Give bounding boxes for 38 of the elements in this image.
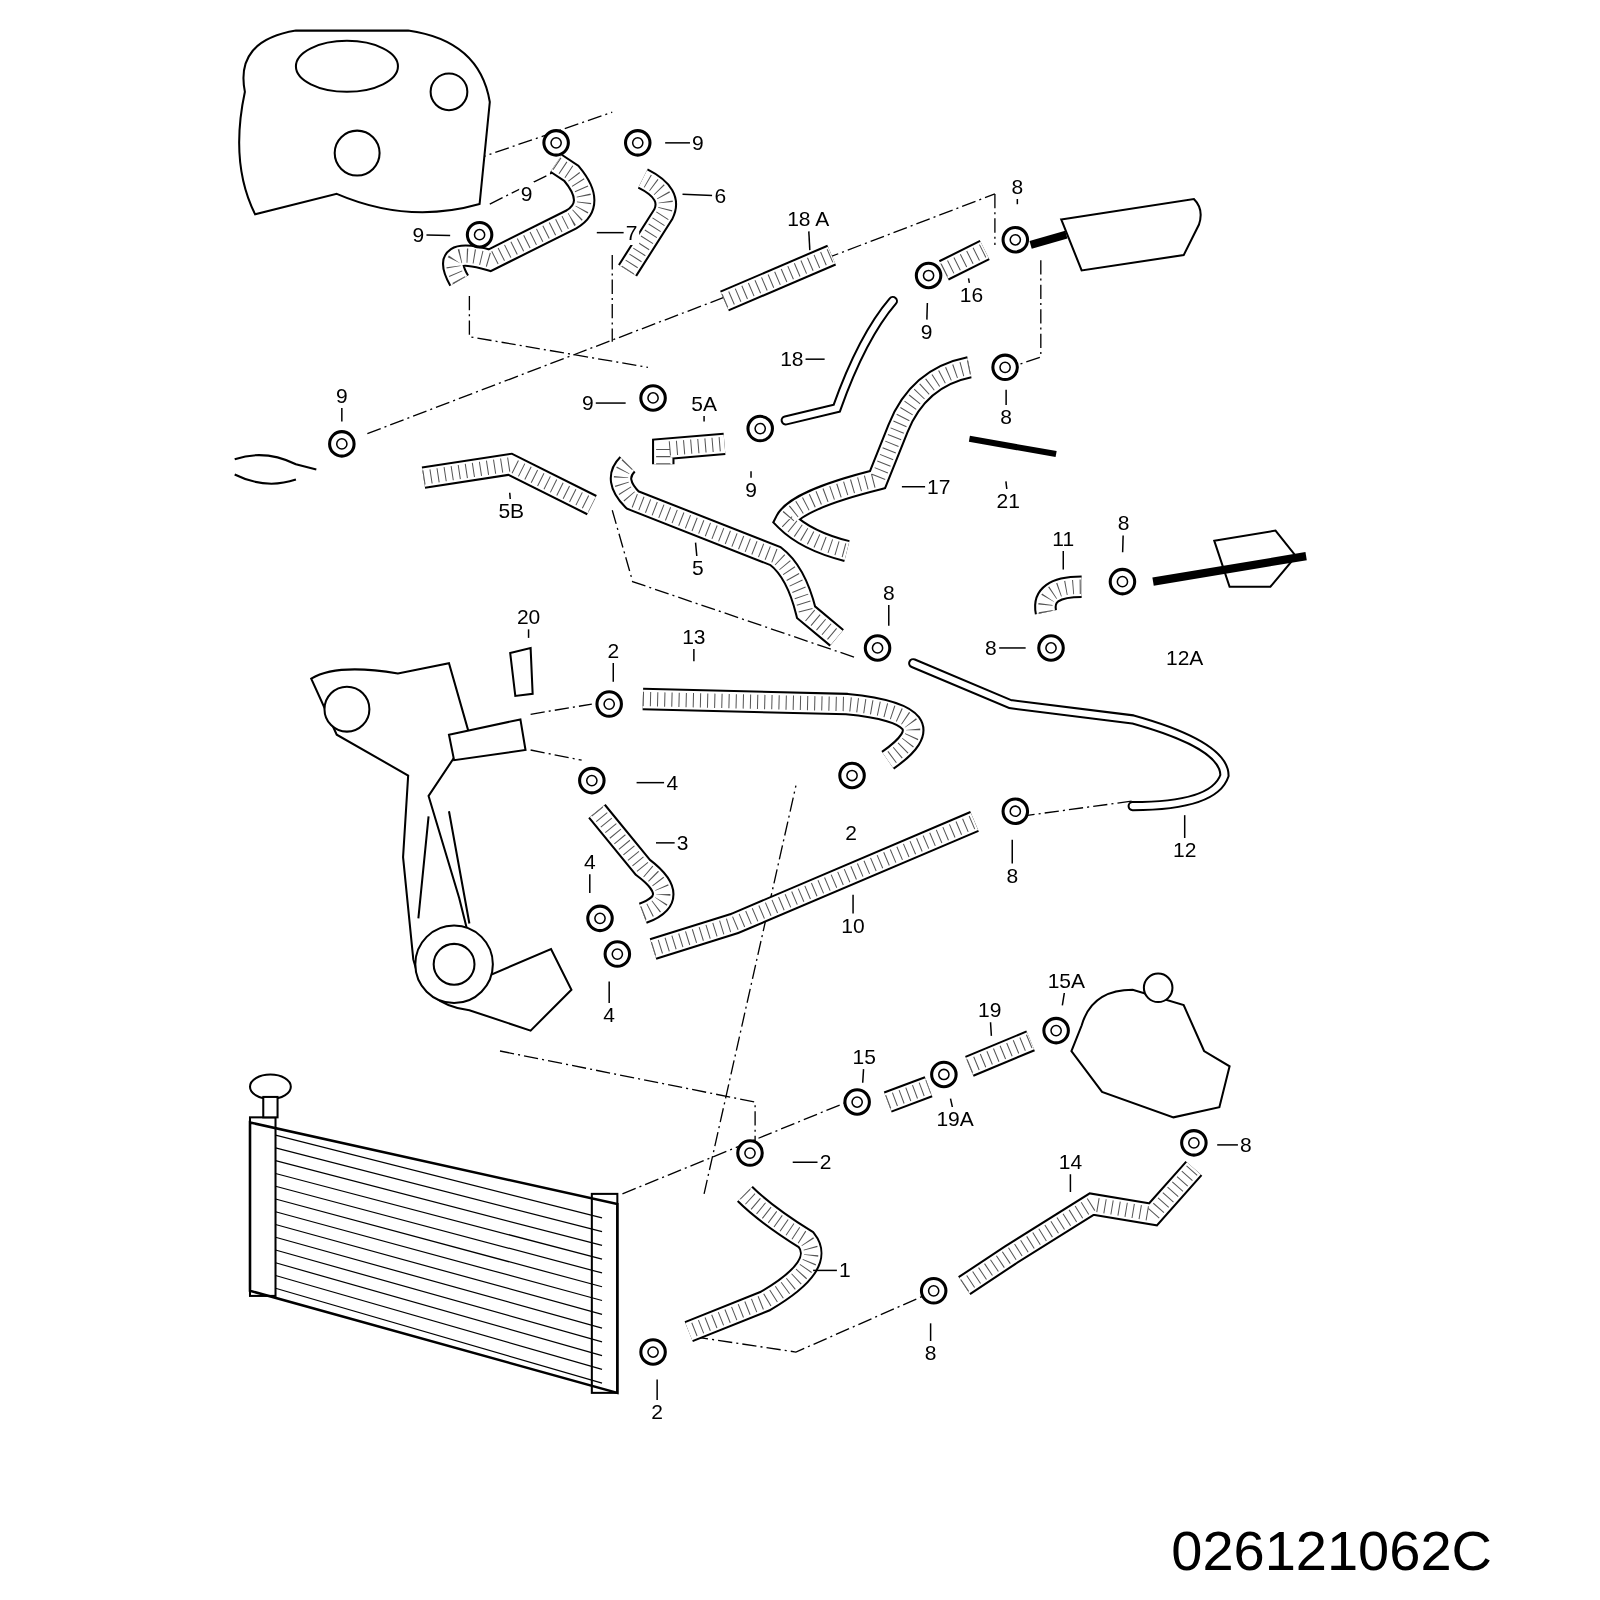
- leader-line: [949, 1097, 954, 1109]
- leader-line: [808, 230, 811, 251]
- leader-line: [655, 842, 676, 844]
- leader-line: [861, 1068, 865, 1084]
- leader-line: [612, 662, 614, 683]
- leader-line: [1005, 480, 1008, 490]
- leader-line: [750, 470, 752, 479]
- leader-line: [1216, 1144, 1239, 1146]
- leader-line: [998, 647, 1027, 649]
- leader-line: [1011, 838, 1013, 865]
- leader-line: [926, 302, 929, 321]
- leader-line: [989, 1021, 993, 1037]
- leader-line: [703, 415, 705, 423]
- leader-line: [595, 402, 627, 404]
- leader-line: [1183, 814, 1186, 839]
- leader-line: [1121, 534, 1124, 553]
- leader-line: [812, 1269, 838, 1272]
- leader-line: [509, 491, 511, 500]
- leader-line: [1016, 198, 1019, 205]
- leader-line: [656, 1378, 658, 1401]
- leader-line: [425, 234, 451, 237]
- leader-line: [1005, 388, 1007, 407]
- leader-line: [341, 407, 343, 423]
- leader-line: [791, 1161, 819, 1163]
- leader-line: [589, 873, 591, 894]
- leader-line: [1061, 991, 1066, 1007]
- leader-line: [901, 486, 927, 488]
- leader-line: [596, 231, 625, 234]
- leader-line: [635, 781, 666, 784]
- leader-line: [967, 277, 971, 284]
- leader-line: [852, 894, 854, 915]
- leader-line: [1062, 550, 1064, 571]
- leader-line: [693, 648, 695, 663]
- leader-line: [804, 358, 826, 360]
- leader-line: [664, 142, 691, 144]
- leader-line: [608, 980, 610, 1005]
- leader-line: [681, 193, 714, 197]
- leader-line: [888, 604, 890, 627]
